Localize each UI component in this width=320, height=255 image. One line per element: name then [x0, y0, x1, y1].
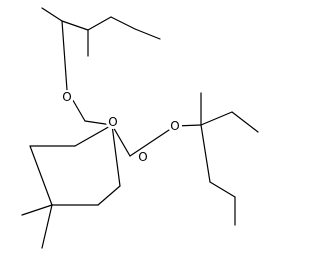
bond-gem-methyl-1	[21, 204, 53, 216]
atom-labels: O O O O	[60, 90, 182, 164]
bond-ring-6	[111, 124, 121, 187]
oxygen-atom-4: O	[168, 119, 182, 133]
bond-lower-ethyl-2	[231, 111, 259, 133]
bond-propyl-3	[134, 28, 161, 40]
oxygen-label: O	[170, 119, 179, 133]
oxygen-atom-1: O	[60, 90, 74, 104]
bond-ring-3	[29, 145, 53, 206]
bond-gem-methyl-2	[41, 204, 53, 249]
bond-lower-propyl-2	[209, 181, 236, 198]
bond-ring-1	[74, 124, 113, 147]
bond-propyl-1	[87, 16, 112, 31]
oxygen-label: O	[108, 115, 117, 129]
oxygen-label: O	[62, 90, 71, 104]
oxygen-label: O	[138, 150, 147, 164]
bond-c-o1	[61, 20, 68, 91]
oxygen-atom-3: O	[136, 150, 150, 164]
bond-ethyl-ch3	[41, 7, 63, 22]
bond-ethyl-ch2	[61, 20, 89, 31]
bond-propyl-2	[110, 16, 136, 30]
bond-lines	[21, 7, 259, 249]
bond-ring-5	[97, 185, 121, 206]
chemical-structure: O O O O	[21, 7, 259, 249]
bond-c1-o3	[111, 124, 131, 157]
bond-lower-propyl-1	[200, 124, 211, 183]
oxygen-atom-2: O	[106, 115, 120, 129]
bond-lower-ethyl-1	[200, 111, 233, 126]
bond-o3-o4	[129, 125, 176, 157]
